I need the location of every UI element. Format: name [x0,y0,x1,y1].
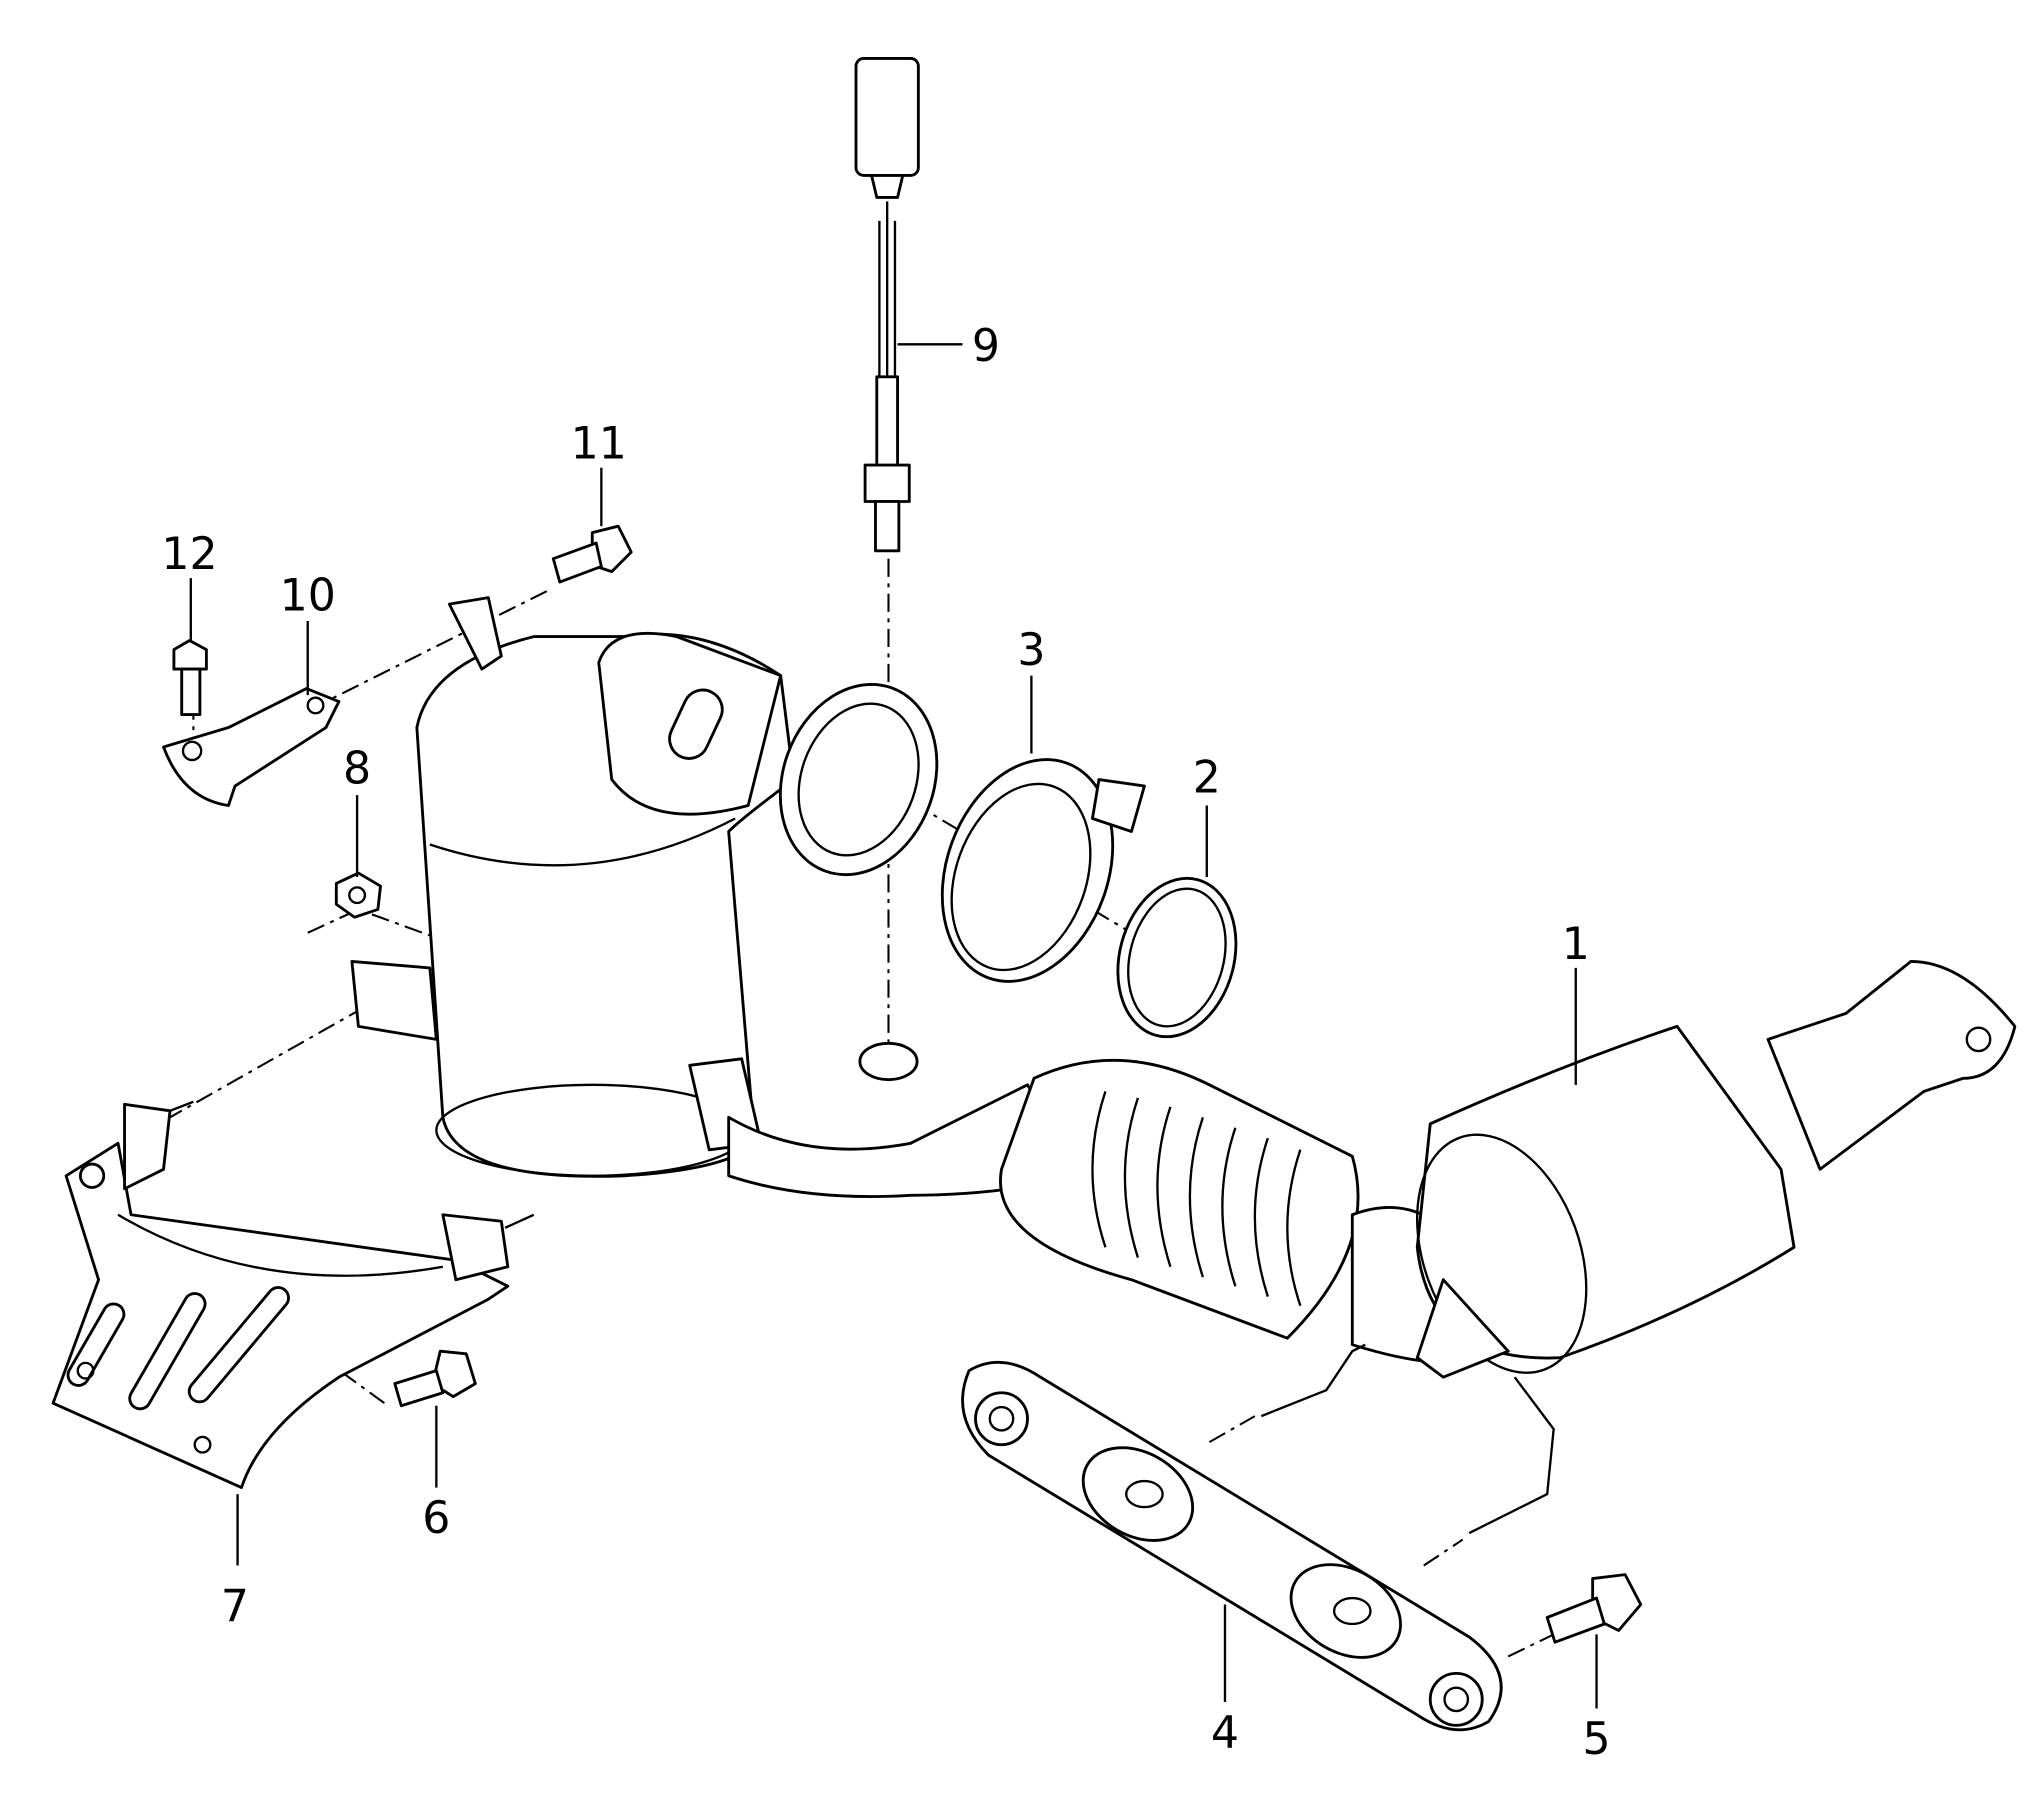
bolt-part-5[interactable] [1545,1573,1643,1644]
catalytic-converter-part-1[interactable] [1350,959,2017,1396]
callout-4: 4 [1211,1707,1239,1758]
particulate-filter[interactable] [350,596,1360,1340]
callout-labels: 1 2 3 4 5 6 7 8 9 10 11 12 [161,321,1610,1765]
callout-8: 8 [343,743,371,794]
clamp-part-3[interactable] [913,735,1146,1005]
bracket-part-10[interactable] [162,687,341,807]
sensor-part-9[interactable] [854,57,920,553]
callout-11: 11 [571,419,627,470]
bolt-part-11[interactable] [551,524,633,584]
callout-5: 5 [1582,1714,1610,1765]
callout-3: 3 [1017,625,1045,676]
callout-1: 1 [1562,919,1590,970]
callout-7: 7 [221,1581,249,1632]
nut-part-8[interactable] [334,871,382,919]
gasket-plate-part-4[interactable] [961,1343,1555,1732]
callout-12: 12 [161,529,217,580]
callout-6: 6 [422,1493,450,1544]
seal-ring-part-2[interactable] [1101,865,1253,1050]
leader-lines [189,343,1598,1709]
bolt-part-6[interactable] [393,1349,477,1408]
bracket-part-7[interactable] [51,1100,535,1490]
callout-9: 9 [972,321,1000,372]
callout-2: 2 [1193,753,1221,804]
callout-10: 10 [280,571,336,622]
bolt-part-12[interactable] [172,639,208,716]
